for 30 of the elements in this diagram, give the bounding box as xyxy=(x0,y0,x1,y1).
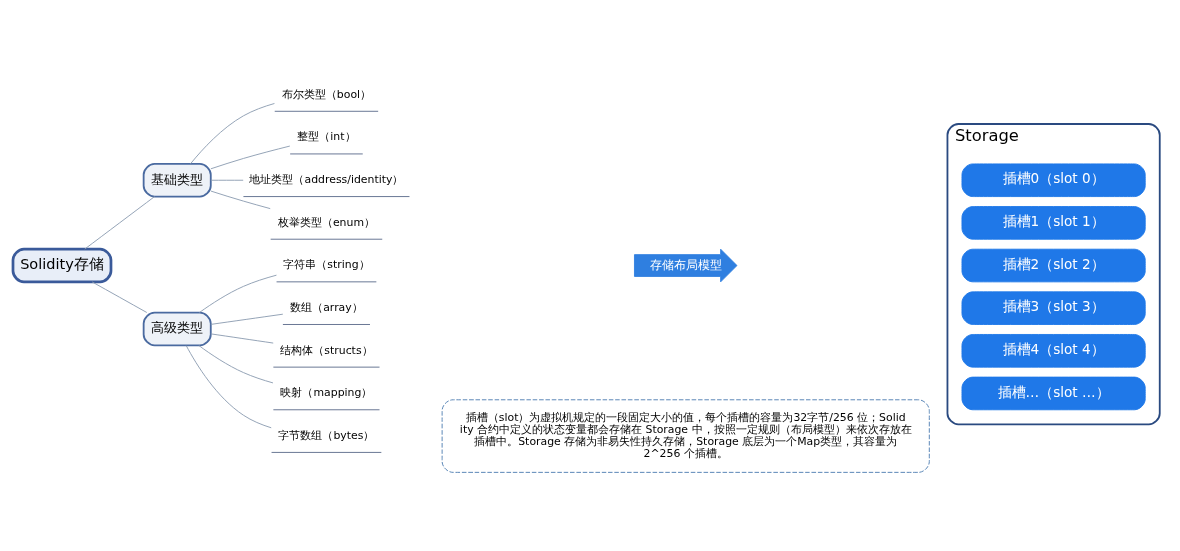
node-text: 数组（array） xyxy=(290,300,363,314)
connector xyxy=(198,345,274,384)
node-box: 插槽（slot）为虚拟机规定的一段固定大小的值，每个插槽的容量为32字节/256 位；Solidity 合约中定义的状态变量都会存储在 Storage 中，按照一定规则（布局模型）来依次存放在插槽中。Storage 存储为非易失性持久存储，Storage 底层为一个Map类型，其容量为 2^256 个插槽。 xyxy=(441,399,930,473)
node-box: Solidity存储 xyxy=(11,247,113,284)
node-text: 地址类型（address/identity） xyxy=(249,173,404,187)
node-box: 插槽3（slot 3） xyxy=(961,291,1146,325)
node-box: 插槽2（slot 2） xyxy=(961,248,1146,283)
connector xyxy=(91,281,148,313)
connector xyxy=(190,103,275,165)
node-text: 字节数组（bytes） xyxy=(278,428,375,442)
node-box: 插槽0（slot 0） xyxy=(961,163,1146,198)
node-box: 插槽…（slot …） xyxy=(961,376,1146,411)
node-text: 结构体（structs） xyxy=(280,343,373,357)
connector xyxy=(210,333,274,344)
node-text: 枚举类型（enum） xyxy=(277,215,375,229)
node-text: 整型（int） xyxy=(297,130,356,144)
connector xyxy=(210,179,244,181)
connector xyxy=(210,313,284,325)
node-box: 插槽1（slot 1） xyxy=(961,206,1146,240)
node-box: 基础类型 xyxy=(142,163,212,198)
node-box: 插槽4（slot 4） xyxy=(961,334,1146,368)
node-text: 映射（mapping） xyxy=(280,386,373,400)
node-text: 布尔类型（bool） xyxy=(281,87,372,101)
connector xyxy=(199,274,277,313)
connector xyxy=(84,196,155,250)
node-text: 字符串（string） xyxy=(283,258,370,272)
connector xyxy=(210,145,291,170)
connector xyxy=(210,190,271,210)
connector xyxy=(185,345,272,429)
node-box: 高级类型 xyxy=(142,311,212,347)
